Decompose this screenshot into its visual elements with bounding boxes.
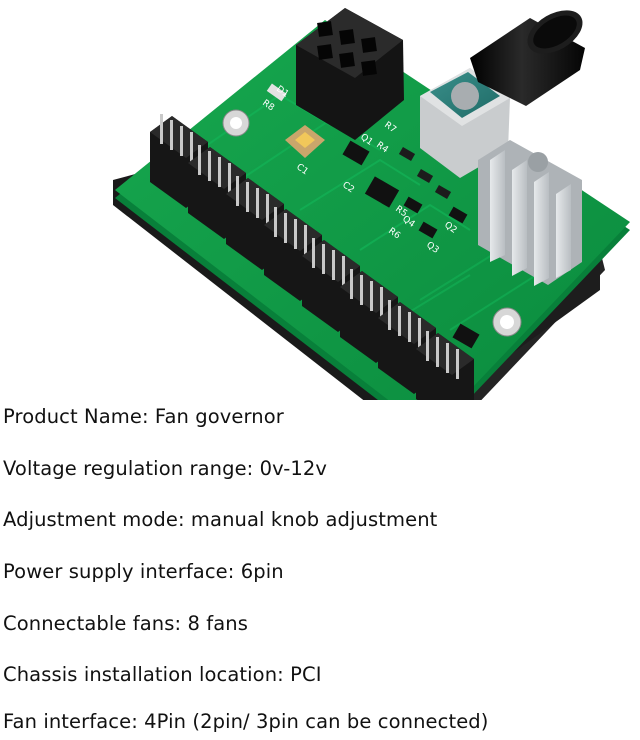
mounting-hole [222,109,250,137]
power-connector-6pin [296,8,404,140]
spec-power-interface: Power supply interface: 6pin [3,560,284,583]
smd-components [266,83,480,349]
spec-voltage-range: Voltage regulation range: 0v-12v [3,457,328,480]
knob-shaft [470,10,585,106]
spec-adjustment-mode: Adjustment mode: manual knob adjustment [3,508,438,531]
capacitor-c1 [285,125,325,158]
spec-product-name: Product Name: Fan governor [3,405,284,428]
product-photo: R8 C1 C2 R4 R6 Q1 R5 Q2 D1 R7 Q3 Q4 [113,8,630,452]
spec-fan-interface: Fan interface: 4Pin (2pin/ 3pin can be c… [3,710,489,733]
spec-installation-location: Chassis installation location: PCI [3,663,322,686]
heatsink [478,140,582,286]
spec-connectable-fans: Connectable fans: 8 fans [3,612,249,635]
mounting-hole [492,307,522,337]
